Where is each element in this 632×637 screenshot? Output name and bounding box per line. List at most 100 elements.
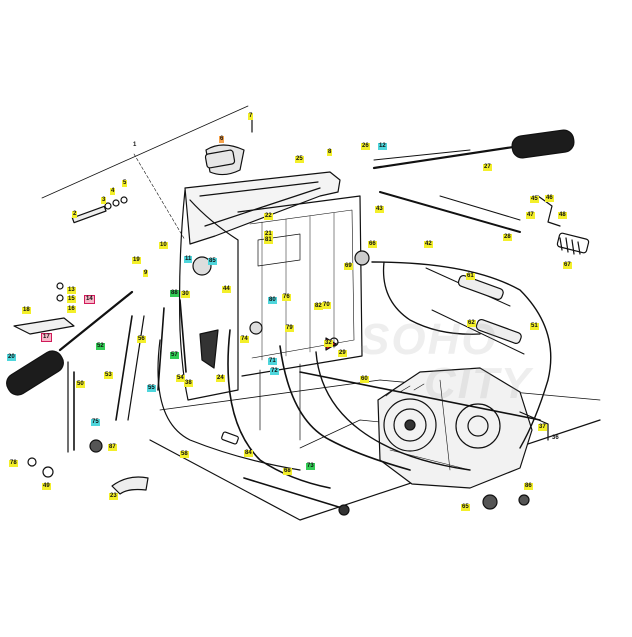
grip-left bbox=[6, 350, 64, 396]
adjuster-barrel-1 bbox=[457, 274, 504, 300]
callout-c6[interactable]: 6 bbox=[219, 136, 225, 143]
callout-c73[interactable]: 73 bbox=[306, 463, 315, 470]
callout-c26[interactable]: 26 bbox=[361, 143, 370, 150]
callout-c27[interactable]: 27 bbox=[483, 164, 492, 171]
handlebar-tube-right bbox=[372, 144, 522, 170]
watermark-line-2: CITY bbox=[424, 359, 533, 408]
callout-c72[interactable]: 72 bbox=[270, 368, 279, 375]
callout-c55[interactable]: 55 bbox=[147, 385, 156, 392]
callout-c44[interactable]: 44 bbox=[222, 286, 231, 293]
callout-c65[interactable]: 65 bbox=[461, 504, 470, 511]
callout-c7[interactable]: 7 bbox=[248, 113, 254, 120]
callout-c29[interactable]: 29 bbox=[338, 350, 347, 357]
callout-c32[interactable]: 32 bbox=[324, 340, 333, 347]
callout-c18[interactable]: 18 bbox=[22, 307, 31, 314]
callout-c10[interactable]: 10 bbox=[159, 242, 168, 249]
callout-c60[interactable]: 60 bbox=[360, 376, 369, 383]
callout-c43[interactable]: 43 bbox=[375, 206, 384, 213]
callout-c50[interactable]: 50 bbox=[76, 381, 85, 388]
callout-c46[interactable]: 46 bbox=[545, 195, 554, 202]
callout-c21[interactable]: 21 bbox=[264, 231, 273, 238]
lever-knob-74 bbox=[249, 321, 263, 335]
gear-shaft bbox=[379, 191, 521, 233]
callout-c71[interactable]: 71 bbox=[268, 358, 277, 365]
callout-c82[interactable]: 82 bbox=[314, 303, 323, 310]
nut-78 bbox=[27, 457, 37, 467]
cable-loop-right-b bbox=[382, 261, 481, 335]
callout-c5[interactable]: 5 bbox=[122, 180, 128, 187]
callout-c3[interactable]: 3 bbox=[101, 197, 107, 204]
callout-c42[interactable]: 42 bbox=[424, 241, 433, 248]
callout-c15[interactable]: 15 bbox=[67, 296, 76, 303]
callout-c25[interactable]: 25 bbox=[295, 156, 304, 163]
floor-rail-back bbox=[159, 379, 601, 411]
clamp-84 bbox=[221, 431, 239, 445]
callout-c85[interactable]: 85 bbox=[208, 258, 217, 265]
bushing-49 bbox=[42, 466, 54, 478]
callout-c47[interactable]: 47 bbox=[526, 212, 535, 219]
callout-c30[interactable]: 30 bbox=[181, 291, 190, 298]
body-panel bbox=[237, 195, 363, 377]
callout-c88[interactable]: 88 bbox=[170, 290, 179, 297]
callout-c69[interactable]: 69 bbox=[344, 263, 353, 270]
callout-c2[interactable]: 2 bbox=[72, 211, 78, 218]
callout-c87[interactable]: 87 bbox=[108, 444, 117, 451]
callout-c11[interactable]: 11 bbox=[184, 256, 193, 263]
callout-c86[interactable]: 86 bbox=[524, 483, 533, 490]
callout-c49[interactable]: 49 bbox=[42, 483, 51, 490]
callout-c51[interactable]: 51 bbox=[530, 323, 539, 330]
callout-c13[interactable]: 13 bbox=[67, 287, 76, 294]
callout-c79[interactable]: 79 bbox=[285, 325, 294, 332]
watermark: SOHO CITY bbox=[360, 318, 600, 406]
callout-c53[interactable]: 53 bbox=[104, 372, 113, 379]
housing-3 bbox=[157, 307, 165, 391]
callout-c17[interactable]: 17 bbox=[41, 333, 52, 342]
callout-c45[interactable]: 45 bbox=[530, 196, 539, 203]
callout-c58[interactable]: 58 bbox=[180, 451, 189, 458]
callout-c52[interactable]: 52 bbox=[96, 343, 105, 350]
callout-c24[interactable]: 24 bbox=[216, 375, 225, 382]
callout-c62[interactable]: 62 bbox=[467, 320, 476, 327]
callout-c38[interactable]: 38 bbox=[184, 380, 193, 387]
callout-c22[interactable]: 22 bbox=[264, 213, 273, 220]
callout-c20[interactable]: 20 bbox=[7, 354, 16, 361]
callout-c12[interactable]: 12 bbox=[378, 143, 387, 150]
callout-c16[interactable]: 16 bbox=[67, 306, 76, 313]
callout-c75[interactable]: 75 bbox=[91, 419, 100, 426]
leg-shield bbox=[178, 189, 239, 401]
callout-c84[interactable]: 84 bbox=[244, 450, 253, 457]
callout-c61[interactable]: 61 bbox=[466, 273, 475, 280]
callout-c14[interactable]: 14 bbox=[84, 295, 95, 304]
callout-c78[interactable]: 78 bbox=[9, 460, 18, 467]
callout-c1[interactable]: 1 bbox=[133, 142, 137, 148]
callout-c8[interactable]: 8 bbox=[327, 149, 333, 156]
callout-c56[interactable]: 56 bbox=[137, 336, 146, 343]
callout-c48[interactable]: 48 bbox=[558, 212, 567, 219]
grip-right bbox=[511, 129, 575, 159]
spring-damper bbox=[556, 232, 590, 255]
callout-c9[interactable]: 9 bbox=[143, 270, 149, 277]
adjuster-2 bbox=[431, 309, 525, 355]
callout-c54[interactable]: 54 bbox=[176, 375, 185, 382]
inner-box bbox=[257, 233, 301, 267]
callout-c80[interactable]: 80 bbox=[268, 297, 277, 304]
callout-c4[interactable]: 4 bbox=[110, 188, 116, 195]
callout-c74[interactable]: 74 bbox=[240, 336, 249, 343]
gear-shaft-b bbox=[439, 195, 521, 221]
callout-c36[interactable]: 36 bbox=[552, 435, 559, 441]
callout-c67[interactable]: 67 bbox=[563, 262, 572, 269]
callout-c19[interactable]: 19 bbox=[132, 257, 141, 264]
callout-c68[interactable]: 68 bbox=[283, 468, 292, 475]
callout-c28[interactable]: 28 bbox=[503, 234, 512, 241]
handlebar-tube-left bbox=[58, 290, 134, 352]
body-panel-inner bbox=[249, 209, 355, 359]
callout-c66[interactable]: 66 bbox=[368, 241, 377, 248]
floor-rail-left bbox=[149, 419, 601, 521]
callout-c70[interactable]: 70 bbox=[322, 302, 331, 309]
callout-c57[interactable]: 57 bbox=[170, 352, 179, 359]
callout-c23[interactable]: 23 bbox=[109, 493, 118, 500]
callout-c81[interactable]: 81 bbox=[264, 237, 273, 244]
callout-c37[interactable]: 37 bbox=[538, 424, 547, 431]
callout-c76[interactable]: 76 bbox=[282, 294, 291, 301]
leader-line-1 bbox=[41, 105, 249, 199]
